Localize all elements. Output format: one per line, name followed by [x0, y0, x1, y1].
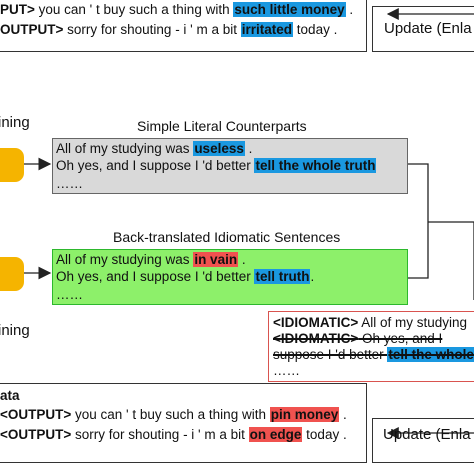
sentence-text: Oh yes, and I suppose I 'd better — [56, 269, 255, 284]
sentence-text: sorry for shouting - i ' m a bit — [71, 427, 249, 442]
top-update-label: Update (Enla — [384, 20, 472, 37]
highlight-phrase: in vain — [193, 252, 239, 267]
literal-title: Simple Literal Counterparts — [137, 118, 307, 134]
sentence-end: . — [339, 407, 347, 422]
highlight-phrase: tell truth — [254, 269, 311, 284]
idiomatic-line-1: All of my studying was in vain . — [56, 251, 246, 269]
bottom-line-1: <OUTPUT> you can ' t buy such a thing wi… — [0, 406, 347, 424]
idiomatic-tag: <IDIOMATIC> — [273, 331, 359, 346]
merge-bracket — [408, 163, 429, 279]
sentence-text: Oh yes, and I suppose I 'd better — [56, 158, 255, 173]
right-line-1: <IDIOMATIC> All of my studying — [273, 314, 467, 332]
output-tag: PUT> — [0, 2, 35, 17]
sentence-end: . — [345, 2, 354, 17]
highlight-phrase: such little money — [233, 2, 346, 17]
right-line-3: suppose I 'd better tell the whole — [273, 346, 474, 364]
bottom-data-box — [0, 383, 367, 463]
sentence-text: Oh yes, and I — [358, 331, 443, 346]
sentence-text: sorry for shouting - i ' m a bit — [63, 22, 241, 37]
top-update-box — [372, 6, 474, 52]
highlight-phrase: pin money — [269, 407, 340, 422]
sentence-end: . — [238, 252, 246, 267]
highlight-phrase: useless — [193, 141, 245, 156]
top-line-1: PUT> you can ' t buy such a thing with s… — [0, 1, 353, 19]
sentence-text: All of my studying was — [56, 252, 194, 267]
bottom-line-2: <OUTPUT> sorry for shouting - i ' m a bi… — [0, 426, 347, 444]
sentence-text: All of my studying was — [56, 141, 194, 156]
sentence-text: you can ' t buy such a thing with — [34, 2, 234, 17]
sentence-text: All of my studying — [358, 315, 468, 330]
output-tag: <OUTPUT> — [0, 427, 72, 442]
highlight-phrase: irritated — [240, 22, 294, 37]
left-label-top: ining — [0, 114, 30, 131]
idiomatic-title: Back-translated Idiomatic Sentences — [113, 229, 341, 245]
sentence-end: today . — [293, 22, 338, 37]
literal-ellipsis: …… — [56, 176, 83, 191]
sentence-text: you can ' t buy such a thing with — [71, 407, 270, 422]
highlight-phrase: tell the whole — [387, 347, 474, 362]
right-idiomatic-box — [268, 311, 474, 382]
idiomatic-ellipsis: …… — [56, 287, 83, 302]
output-tag: OUTPUT> — [0, 22, 64, 37]
model-shape-top — [0, 148, 24, 182]
sentence-end: . — [310, 269, 315, 284]
idiomatic-line-2: Oh yes, and I suppose I 'd better tell t… — [56, 268, 314, 286]
sentence-end: . — [244, 141, 253, 156]
right-ellipsis: …… — [273, 363, 300, 378]
output-tag: <OUTPUT> — [0, 407, 72, 422]
bottom-update-box — [372, 418, 474, 463]
idiomatic-tag: <IDIOMATIC> — [273, 315, 359, 330]
literal-line-1: All of my studying was useless . — [56, 140, 252, 158]
left-label-bottom: ining — [0, 322, 30, 339]
bottom-update-label: Update (Enla — [383, 426, 471, 443]
sentence-end: today . — [302, 427, 347, 442]
literal-line-2: Oh yes, and I suppose I 'd better tell t… — [56, 157, 377, 175]
sentence-text: suppose I 'd better — [273, 347, 388, 362]
model-shape-bottom — [0, 257, 24, 291]
highlight-phrase: tell the whole truth — [254, 158, 377, 173]
bottom-title: ata — [0, 388, 20, 403]
highlight-phrase: on edge — [248, 427, 303, 442]
top-line-2: OUTPUT> sorry for shouting - i ' m a bit… — [0, 21, 337, 39]
top-data-box — [0, 0, 367, 52]
right-line-2: <IDIOMATIC> Oh yes, and I — [273, 330, 442, 348]
